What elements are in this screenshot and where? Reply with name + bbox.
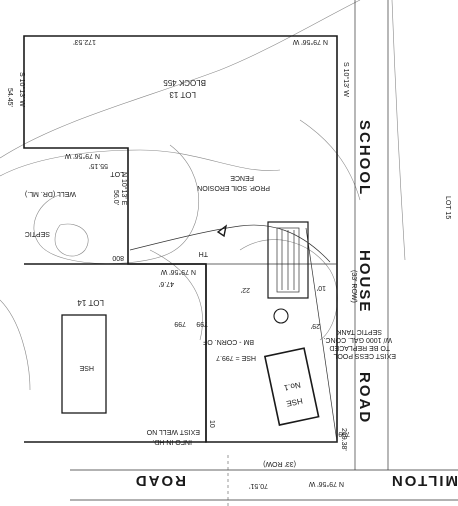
elev-lr-label: 10 (208, 420, 215, 428)
notch-label: LOT (110, 170, 124, 177)
dist-10-label: 10' (317, 284, 326, 291)
row-33-label: (33' ROW) (350, 270, 357, 303)
mid-distance: 55.15' (89, 162, 108, 169)
septic-field (267, 221, 309, 299)
road-label-milton: MILTON (390, 472, 458, 489)
bottom-bearing: N 79°56' W (308, 480, 344, 488)
road-label-road-bottom: ROAD (134, 472, 186, 489)
margin-text: LOT 15 (444, 196, 451, 219)
vert-bearing: N 10°13' E (120, 172, 128, 206)
erosion-label: PROP. SOIL EROSION (197, 184, 270, 191)
cesspool-circle (273, 308, 289, 324)
fence-label: FENCE (230, 174, 254, 181)
bm-label: BM - CORN. OF (203, 338, 254, 345)
road-right-of-way (70, 0, 458, 506)
cesspool-note-3: W/ 1000 GAL. CONC. (323, 336, 392, 343)
elev-bl-label: 799 (174, 320, 186, 327)
lot14-boundary (24, 263, 207, 443)
left-distance: 54.45' (6, 88, 13, 107)
house-no-label: No.1 (283, 380, 302, 392)
lot14-label: LOT 14 (77, 298, 104, 307)
th-label: TH (199, 250, 208, 257)
cesspool-note-1: EXIST CESS POOL (333, 352, 396, 359)
elev-799-label: 799 (196, 320, 208, 327)
lot13-label: LOT 13 (169, 90, 196, 99)
septic-label: SEPTIC (25, 230, 50, 237)
elev-br-label: 799 (338, 430, 350, 437)
top-bearing: N 79°56' W (292, 38, 328, 46)
lower-bearing: N 79°56' W (160, 268, 196, 276)
left-bearing: S 10°13' W (18, 72, 26, 107)
exist-well-note-1: EXIST WELL NO (146, 428, 200, 435)
vert-distance: 56.0' (112, 190, 119, 205)
road-label-house: HOUSE (356, 250, 373, 313)
top-distance: 172.53' (73, 38, 96, 45)
elev-800-label: 800 (112, 254, 124, 261)
erosion-fence-line (129, 224, 331, 263)
dist-29-label: 29' (311, 322, 320, 329)
house-hse-label: HSE (285, 396, 303, 408)
block-label: BLOCK 455 (163, 78, 206, 87)
lower-distance: 47.6' (159, 280, 174, 287)
well-label: WELL (DR. ML.) (25, 190, 76, 197)
cesspool-note-2: TO BE REPLACED (329, 344, 390, 351)
test-hole-marker (216, 224, 228, 238)
bottom-distance: 70.51' (249, 482, 268, 489)
lot-side-line (305, 227, 338, 443)
exist-well-note-2: INFO IN HD. (152, 438, 192, 445)
row-bottom-label: (33' ROW) (263, 460, 296, 467)
cesspool-note-4: SEPTIC TANK (336, 328, 382, 335)
neighbor-house-label: HSE (79, 364, 94, 371)
road-label-road-right: ROAD (356, 372, 373, 424)
right-distance: 219.38' (340, 428, 347, 451)
neighbor-house (61, 314, 107, 414)
hse-elev-label: HSE = 799.7 (216, 354, 256, 361)
road-label-school: SCHOOL (356, 120, 373, 196)
dist-22-label: 22' (241, 286, 250, 293)
existing-house (263, 347, 320, 426)
mid-bearing: N 79°56' W (64, 152, 100, 160)
right-bearing: S 10°13' W (342, 62, 350, 97)
